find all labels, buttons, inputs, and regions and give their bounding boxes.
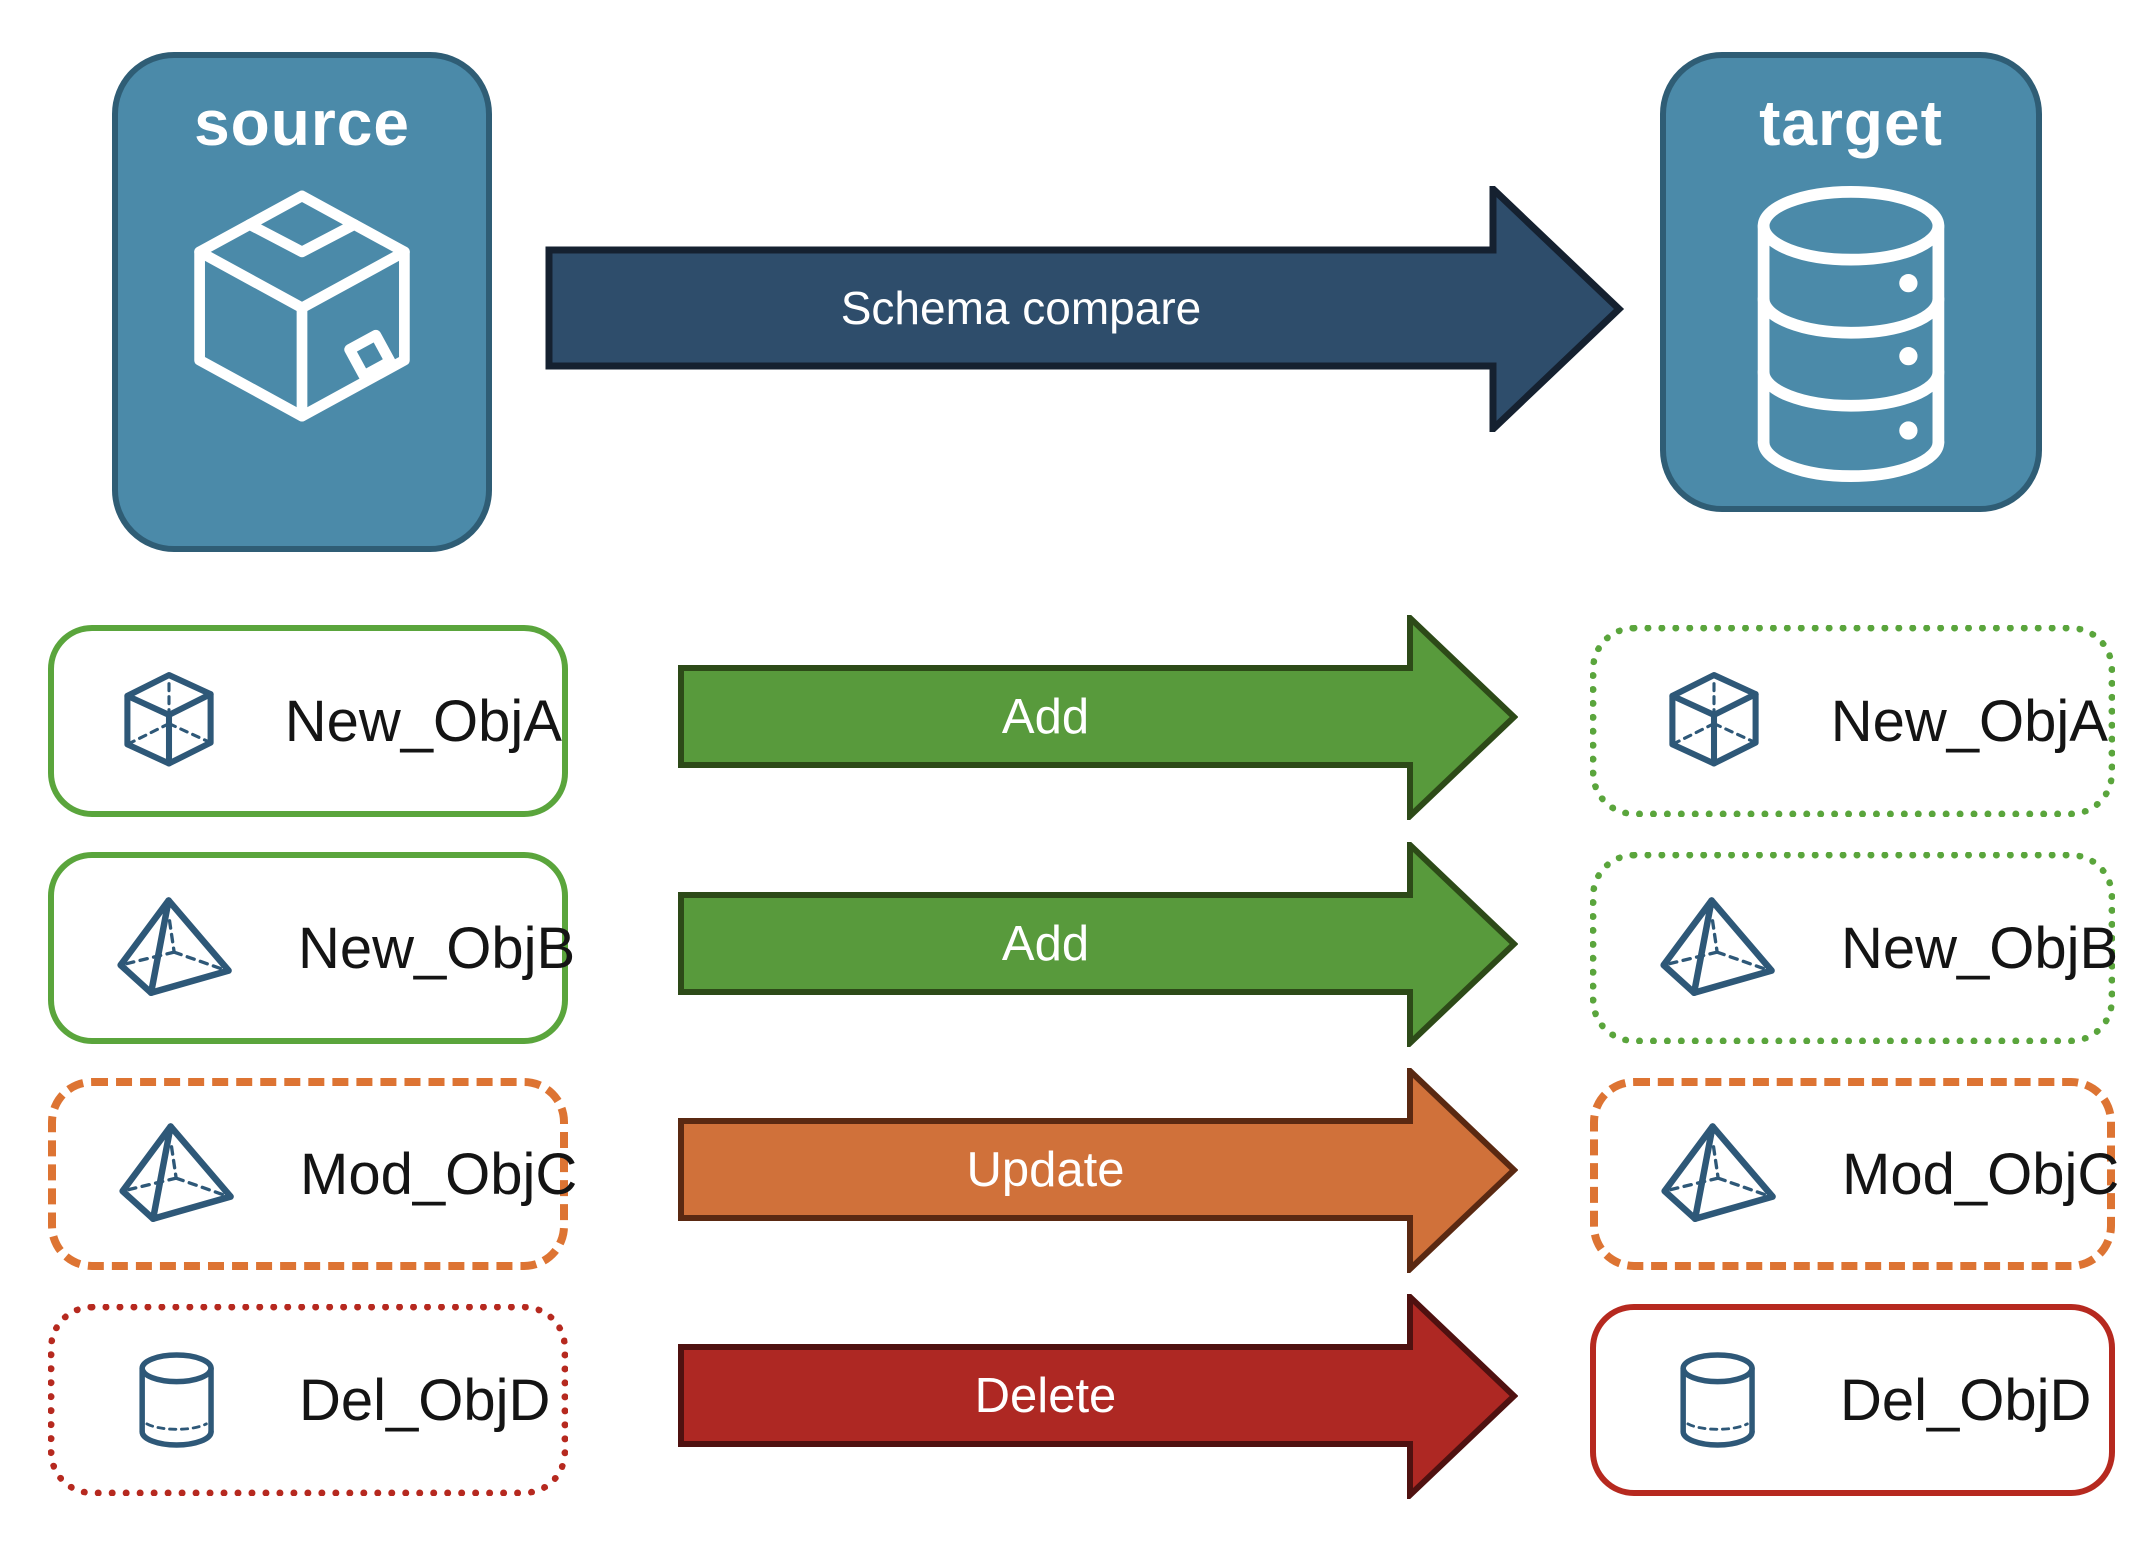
action-label: Update — [966, 1142, 1125, 1197]
comparison-row: New_ObjB Add New_ObjB — [0, 842, 2150, 1047]
pyramid-icon — [116, 894, 236, 1002]
cube-icon — [116, 665, 223, 777]
schema-compare-label: Schema compare — [840, 282, 1202, 334]
source-node-label: source — [194, 87, 410, 159]
cylinder-icon — [117, 1341, 237, 1459]
database-icon — [1742, 184, 1960, 484]
cylinder-icon — [1658, 1341, 1778, 1459]
cube-icon — [1659, 665, 1769, 777]
source-object-box: New_ObjA — [48, 625, 568, 817]
object-label: Mod_ObjC — [300, 1141, 578, 1207]
action-label: Add — [1001, 916, 1090, 971]
action-arrow: Update — [678, 1068, 1518, 1273]
object-label: New_ObjB — [298, 915, 576, 981]
schema-compare-arrow-shape — [545, 186, 1625, 432]
target-object-box: Mod_ObjC — [1590, 1078, 2119, 1270]
action-arrow-shape — [678, 1294, 1518, 1499]
action-arrow-shape — [678, 1068, 1518, 1273]
comparison-row: New_ObjA Add New_ObjA — [0, 615, 2150, 820]
source-node: source — [112, 52, 492, 552]
comparison-row: Mod_ObjC Update Mod_ObjC — [0, 1068, 2150, 1273]
action-arrow: Add — [678, 615, 1518, 820]
action-label: Delete — [974, 1368, 1117, 1423]
comparison-row: Del_ObjD Delete Del_ObjD — [0, 1294, 2150, 1499]
schema-compare-arrow: Schema compare — [545, 186, 1625, 432]
action-arrow-shape — [678, 842, 1518, 1047]
pyramid-icon — [118, 1120, 238, 1228]
source-object-box: Mod_ObjC — [48, 1078, 577, 1270]
action-arrow: Delete — [678, 1294, 1518, 1499]
object-label: New_ObjA — [1830, 688, 2108, 754]
action-label: Add — [1001, 689, 1090, 744]
target-node: target — [1660, 52, 2042, 512]
object-label: New_ObjA — [284, 688, 562, 754]
target-object-box: New_ObjA — [1590, 625, 2115, 817]
target-object-box: New_ObjB — [1590, 852, 2119, 1044]
package-icon — [168, 184, 436, 434]
object-label: Mod_ObjC — [1842, 1141, 2120, 1207]
pyramid-icon — [1659, 894, 1779, 1002]
object-label: Del_ObjD — [299, 1367, 551, 1433]
target-object-box: Del_ObjD — [1590, 1304, 2115, 1496]
action-arrow: Add — [678, 842, 1518, 1047]
pyramid-icon — [1660, 1120, 1780, 1228]
source-object-box: New_ObjB — [48, 852, 575, 1044]
action-arrow-shape — [678, 615, 1518, 820]
source-object-box: Del_ObjD — [48, 1304, 568, 1496]
target-node-label: target — [1759, 87, 1943, 159]
object-label: Del_ObjD — [1840, 1367, 2092, 1433]
object-label: New_ObjB — [1841, 915, 2119, 981]
